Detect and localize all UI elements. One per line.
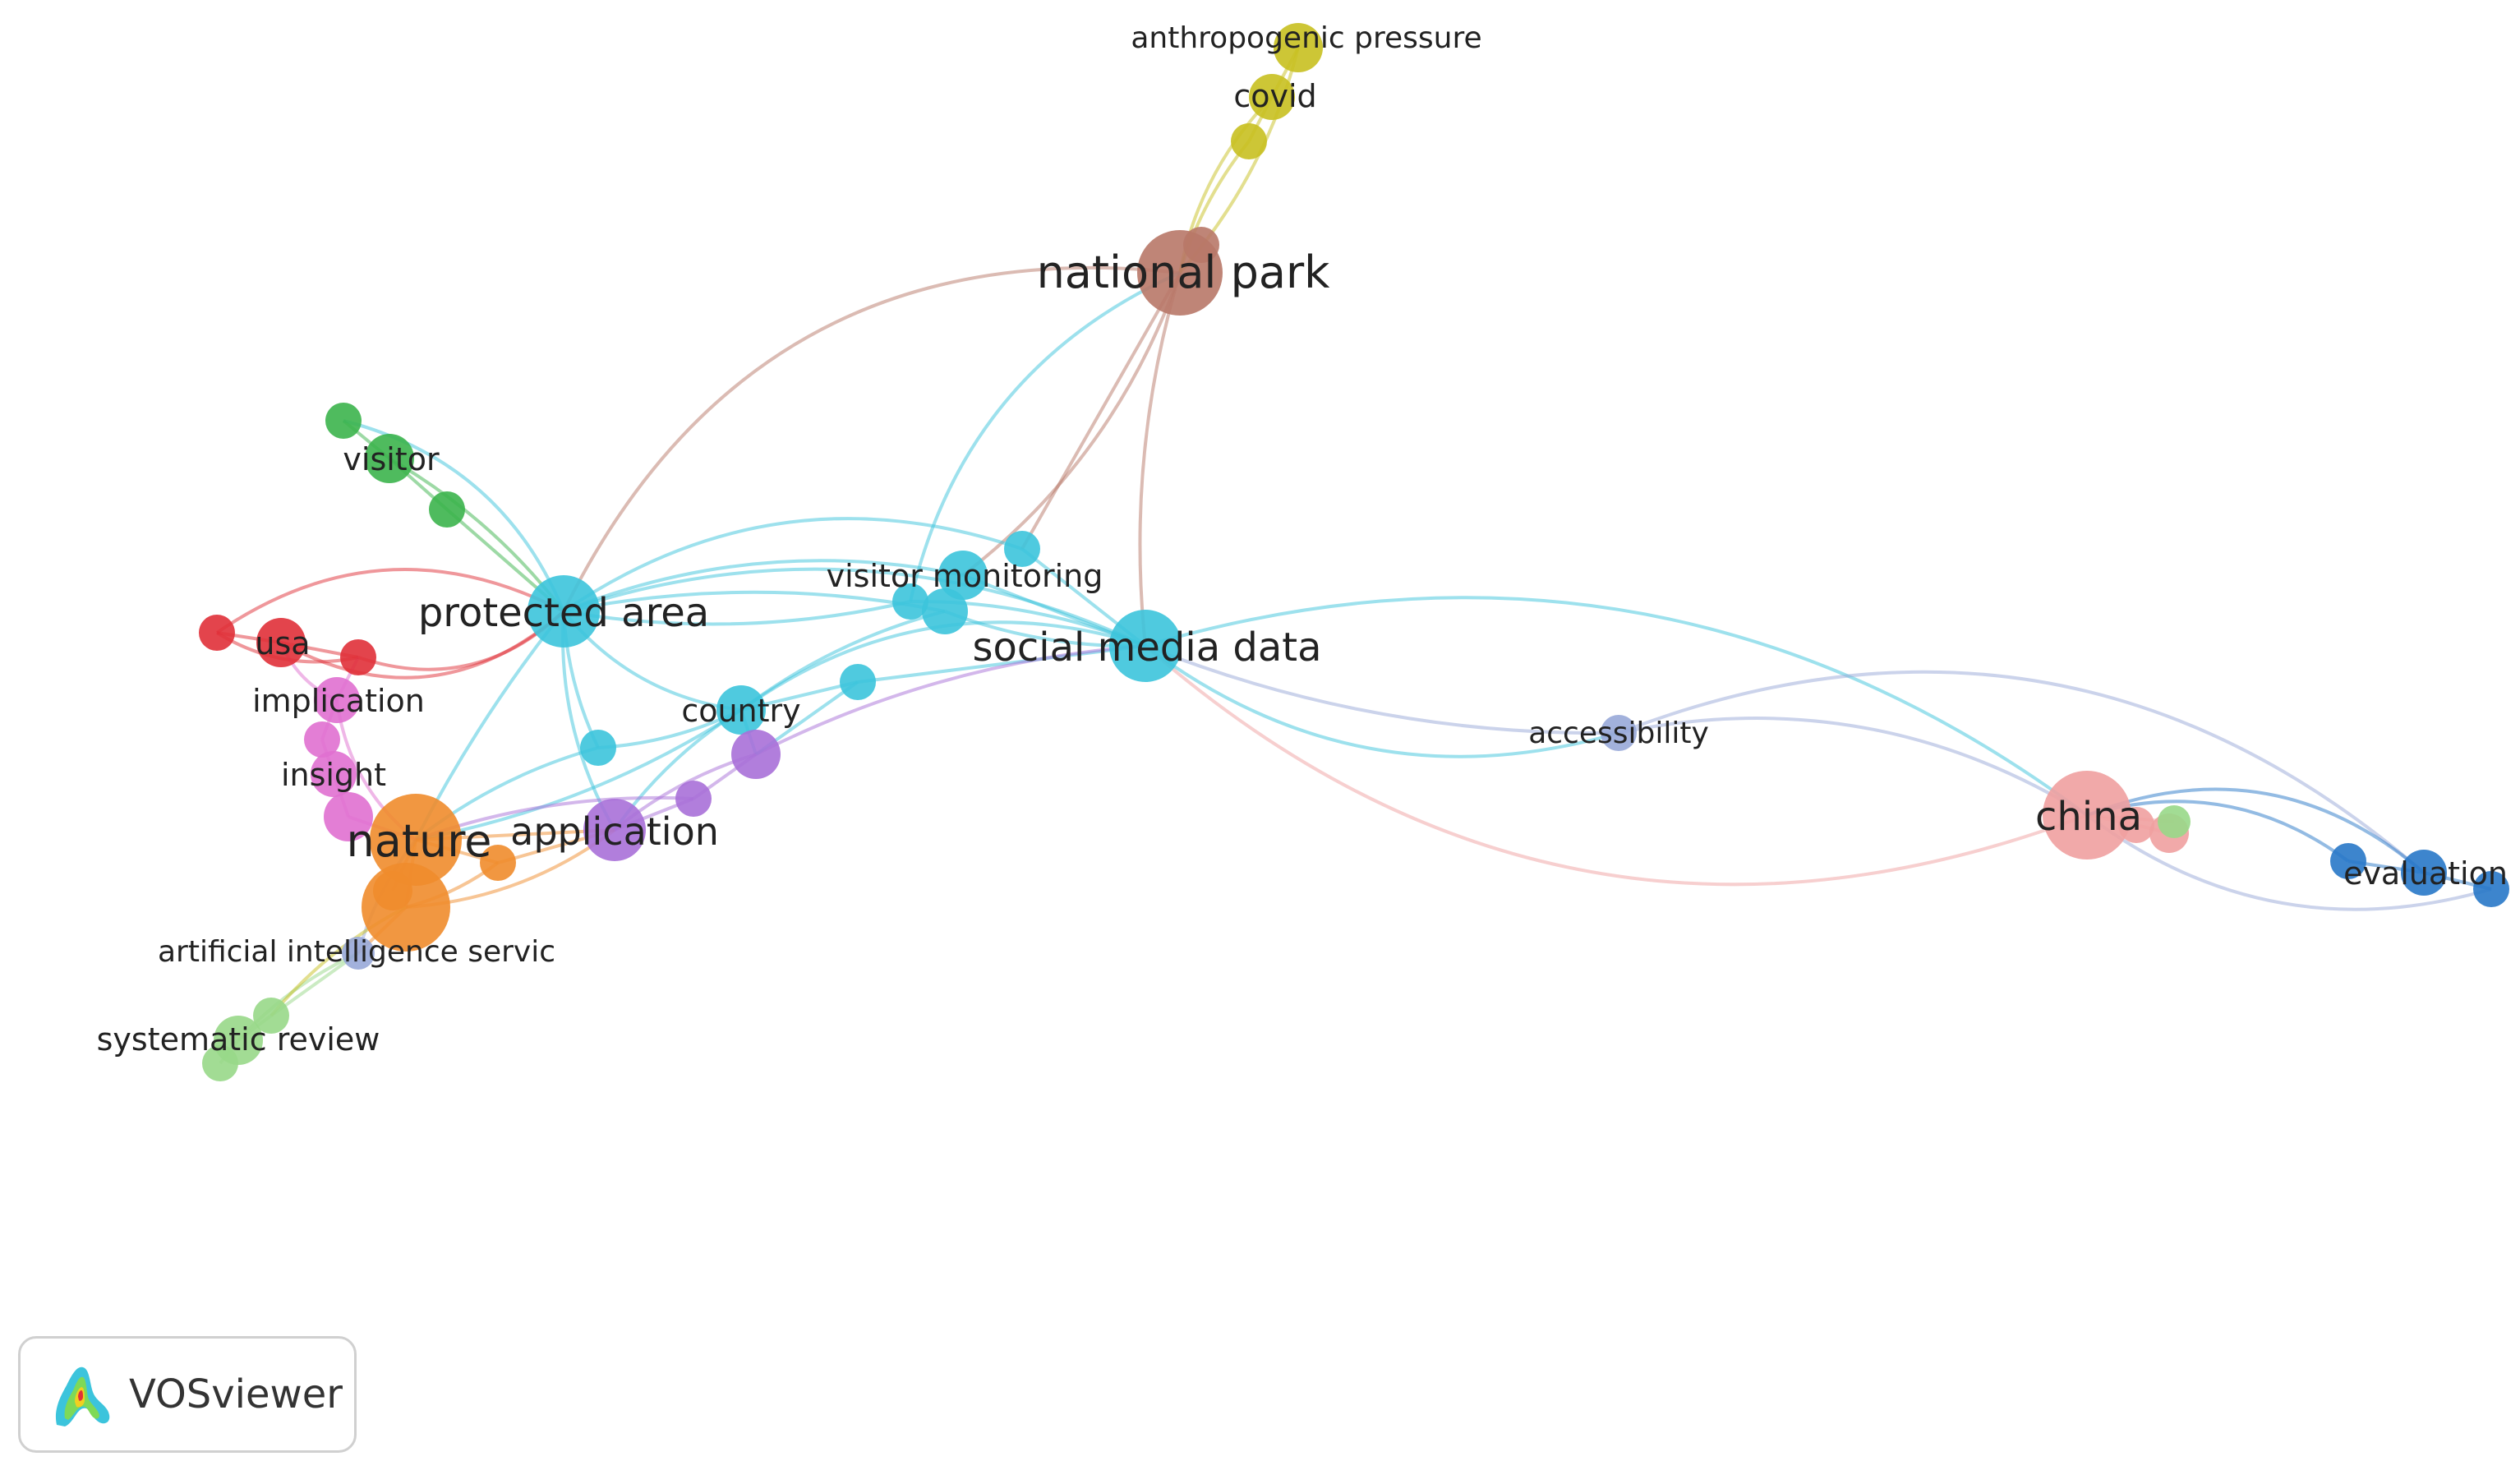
node-c5[interactable] xyxy=(840,664,876,700)
node-vis[interactable] xyxy=(365,434,414,483)
node-r3[interactable] xyxy=(340,639,376,675)
label-visitor[interactable]: visitor xyxy=(343,441,440,477)
node-pu2[interactable] xyxy=(675,781,712,817)
edge-pa-vm xyxy=(563,559,964,613)
node-ev[interactable] xyxy=(2401,850,2447,896)
node-pu1[interactable] xyxy=(731,730,781,779)
node-c4[interactable] xyxy=(922,588,968,634)
vosviewer-badge: VOSviewer xyxy=(18,1336,357,1453)
node-p1[interactable] xyxy=(304,721,340,758)
node-p3[interactable] xyxy=(324,792,373,841)
node-c6[interactable] xyxy=(580,730,616,766)
node-app[interactable] xyxy=(583,799,646,861)
edge-acc-smd xyxy=(1145,644,1619,735)
edge-smd-ch xyxy=(1144,644,2088,887)
label-china[interactable]: china xyxy=(2035,794,2142,840)
node-c2[interactable] xyxy=(1004,531,1040,567)
node-lg3[interactable] xyxy=(202,1045,238,1081)
label-visitor-monitoring[interactable]: visitor monitoring xyxy=(827,558,1103,594)
network-labels: anthropogenic pressure covid national park… xyxy=(97,21,2508,1058)
node-g1[interactable] xyxy=(325,403,362,439)
edge-np-c3 xyxy=(909,271,1181,602)
label-nature[interactable]: nature xyxy=(347,815,492,867)
node-ch[interactable] xyxy=(2043,771,2131,860)
node-impl[interactable] xyxy=(314,677,360,723)
label-usa[interactable]: usa xyxy=(255,625,310,661)
edge-smd-acc xyxy=(1144,644,1619,758)
edge-pa-c2 xyxy=(562,517,1023,613)
edge-g1-pa xyxy=(343,419,565,612)
node-y3[interactable] xyxy=(1231,123,1267,159)
node-c3[interactable] xyxy=(892,583,928,620)
edge-np-smd xyxy=(1138,272,1182,647)
label-systematic-review[interactable]: systematic review xyxy=(97,1021,380,1058)
edge-r1-pa xyxy=(215,568,564,634)
node-np2[interactable] xyxy=(1183,227,1219,263)
edge-np-pa xyxy=(562,266,1181,612)
node-smd[interactable] xyxy=(1109,610,1182,682)
edge-ch-ev xyxy=(2086,787,2426,874)
edge-ch-b3 xyxy=(2085,813,2492,911)
edge-acc-ev xyxy=(1618,670,2426,874)
node-covid[interactable] xyxy=(1249,74,1295,120)
network-edges xyxy=(215,47,2492,1065)
label-social-media-data[interactable]: social media data xyxy=(973,624,1322,671)
edge-ctry-c4 xyxy=(739,610,946,712)
node-vm[interactable] xyxy=(938,551,988,600)
label-anthropogenic-pressure[interactable]: anthropogenic pressure xyxy=(1131,21,1481,55)
label-national-park[interactable]: national park xyxy=(1037,247,1331,298)
node-o2[interactable] xyxy=(480,845,516,881)
node-acc[interactable] xyxy=(1601,715,1637,751)
label-accessibility[interactable]: accessibility xyxy=(1528,717,1709,750)
label-insight[interactable]: insight xyxy=(281,757,386,793)
node-pa[interactable] xyxy=(527,575,600,648)
edge-acc-ch xyxy=(1618,717,2089,817)
label-covid[interactable]: covid xyxy=(1233,78,1316,114)
edge-smd-ch xyxy=(1145,596,2089,817)
node-nat[interactable] xyxy=(370,794,462,886)
label-protected-area[interactable]: protected area xyxy=(418,590,709,636)
node-usa[interactable] xyxy=(256,618,306,667)
edge-smd-pu1 xyxy=(755,644,1146,756)
edge-pa-smd xyxy=(563,567,1146,648)
node-o4[interactable] xyxy=(362,863,450,952)
node-lg1[interactable] xyxy=(253,998,289,1034)
vosviewer-logo-icon xyxy=(55,1366,110,1426)
node-b1[interactable] xyxy=(2330,843,2366,879)
node-ch2[interactable] xyxy=(2118,807,2154,843)
label-application[interactable]: application xyxy=(510,809,719,854)
node-ap[interactable] xyxy=(1274,23,1323,72)
node-ch4[interactable] xyxy=(2158,805,2191,838)
label-country[interactable]: country xyxy=(681,693,800,729)
network-nodes xyxy=(199,23,2509,1081)
label-artificial-intelligence[interactable]: artificial intelligence servic xyxy=(158,935,555,969)
node-p2[interactable] xyxy=(311,751,357,797)
node-ctry[interactable] xyxy=(716,685,766,735)
label-evaluation[interactable]: evaluation xyxy=(2343,855,2508,892)
node-g3[interactable] xyxy=(429,491,465,528)
edge-ctry-nat xyxy=(415,708,743,841)
app-name: VOSviewer xyxy=(129,1371,343,1417)
edge-pa-c3 xyxy=(563,600,911,626)
label-implication[interactable]: implication xyxy=(252,683,425,719)
node-ai[interactable] xyxy=(342,937,375,970)
node-b3[interactable] xyxy=(2473,871,2509,907)
node-r1[interactable] xyxy=(199,615,235,651)
